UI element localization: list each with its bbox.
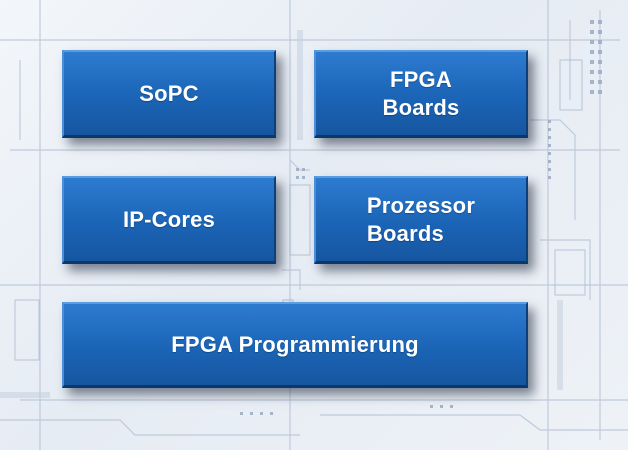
fpga-boards-label-line1: FPGA <box>390 66 452 92</box>
ip-cores-label: IP-Cores <box>122 206 216 232</box>
fpga-programmierung-label: FPGA Programmierung <box>171 331 419 357</box>
fpga-boards-label-line2: Boards <box>382 94 460 120</box>
prozessor-boards-label-line2: Boards <box>366 220 444 246</box>
fpga-boards-label: FPGA Boards <box>383 66 460 122</box>
ip-cores-block: IP-Cores <box>62 176 276 264</box>
prozessor-boards-label: Prozessor Boards <box>367 192 475 248</box>
prozessor-boards-label-line1: Prozessor <box>366 192 476 218</box>
sopc-label: SoPC <box>139 80 199 106</box>
sopc-block: SoPC <box>62 50 276 138</box>
prozessor-boards-block: Prozessor Boards <box>314 176 528 264</box>
fpga-boards-block: FPGA Boards <box>314 50 528 138</box>
fpga-programmierung-block: FPGA Programmierung <box>62 302 528 388</box>
